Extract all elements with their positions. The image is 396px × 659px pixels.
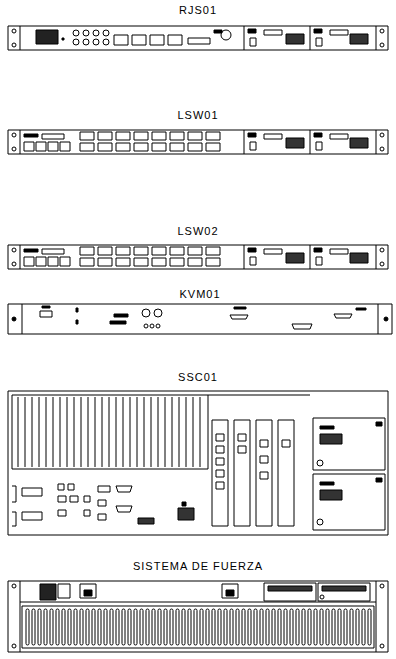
kvm01-unit: KVM01 [8,288,392,334]
lsw02-unit: LSW02 [8,225,388,269]
lsw01-panel [8,130,388,154]
kvm01-panel [8,304,392,334]
power-system-unit: SISTEMA DE FUERZA [8,560,388,652]
lsw02-panel [8,245,388,269]
ssc01-panel [8,391,388,535]
rjs01-unit: RJS01 [8,4,388,50]
unit-heading: LSW02 [8,225,388,238]
cooling-fins [26,609,371,645]
unit-heading: SSC01 [8,371,388,384]
unit-heading: LSW01 [8,109,388,122]
unit-heading: SISTEMA DE FUERZA [8,560,388,573]
ssc01-unit: SSC01 [8,371,388,535]
rjs01-panel [8,26,388,50]
unit-heading: KVM01 [8,288,392,301]
unit-heading: RJS01 [8,4,388,17]
power-system-panel [0,0,388,652]
lsw01-unit: LSW01 [8,109,388,154]
